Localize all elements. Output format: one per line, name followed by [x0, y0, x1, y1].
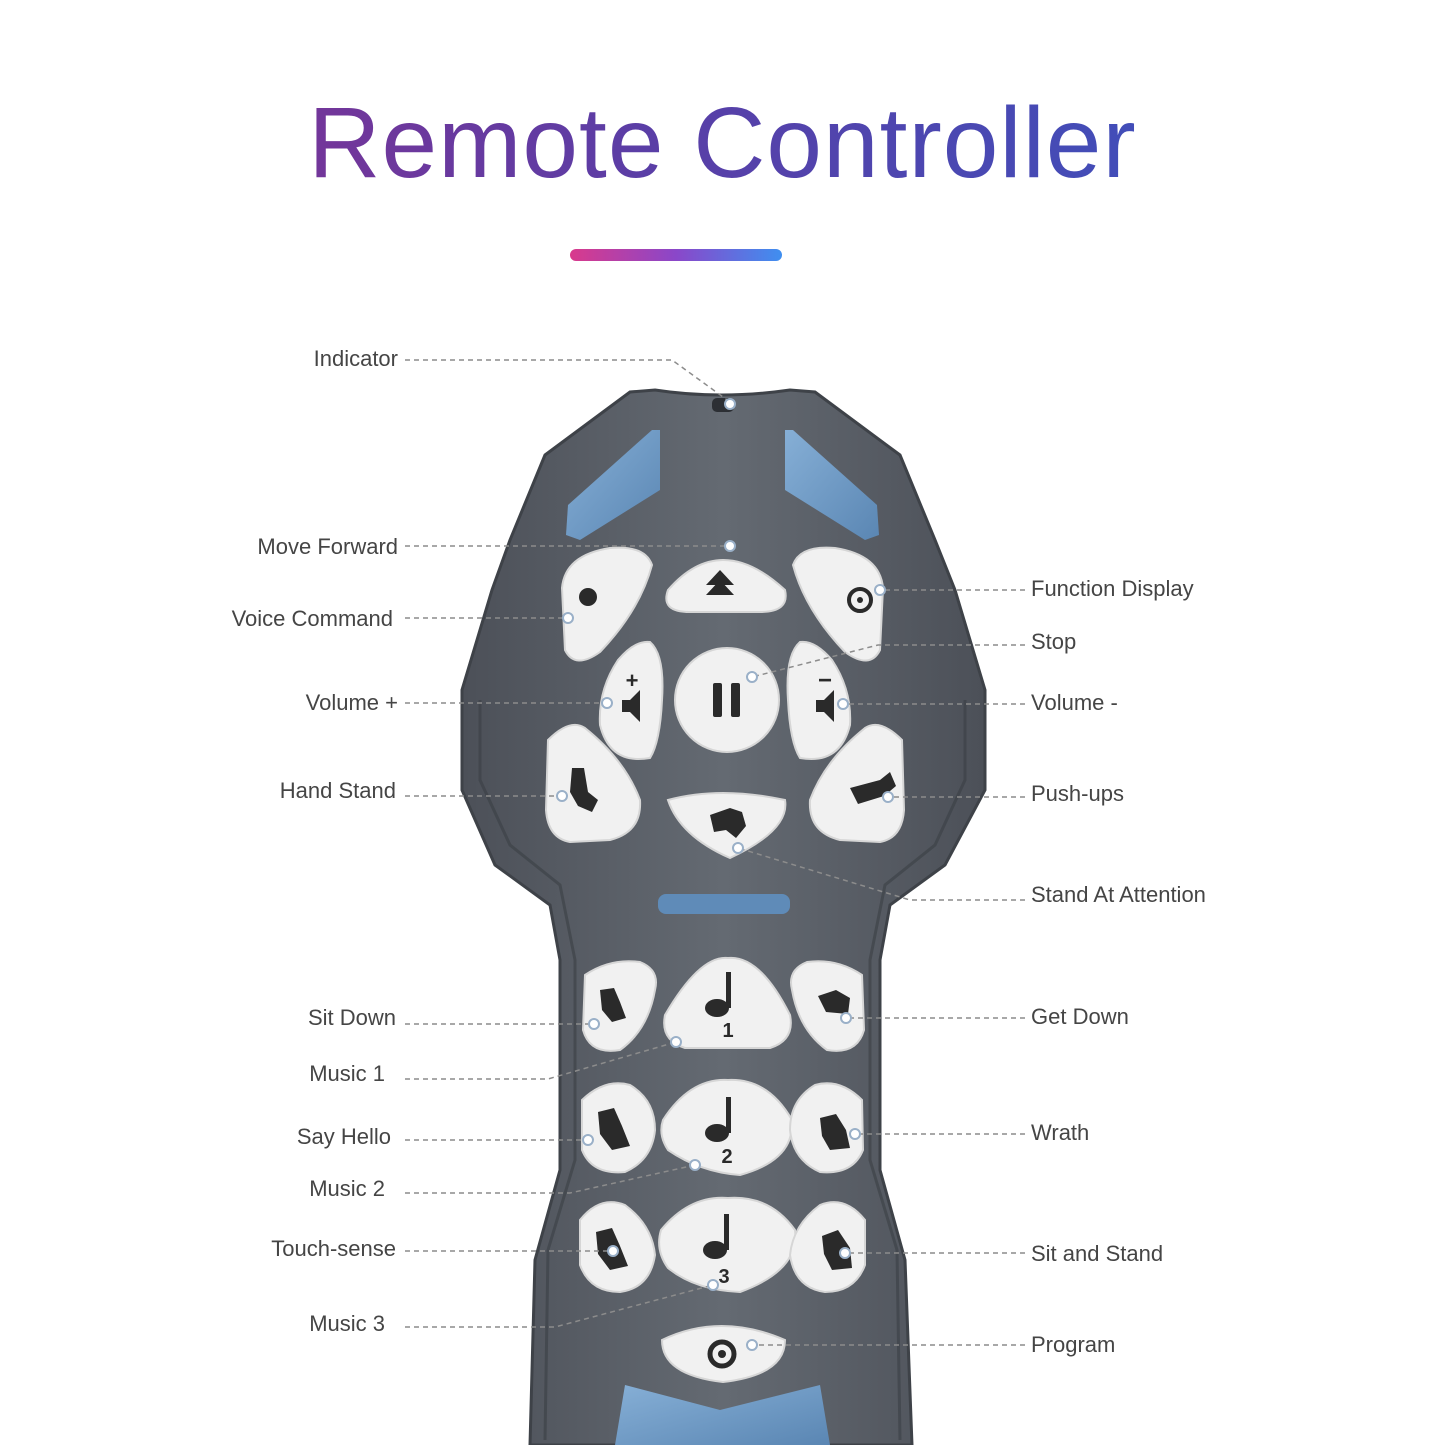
label-sit-and-stand: Sit and Stand: [1031, 1241, 1164, 1266]
button-stop[interactable]: [674, 647, 780, 753]
label-voice-command: Voice Command: [231, 606, 393, 631]
label-touch-sense: Touch-sense: [271, 1236, 396, 1261]
speaker-icon: [816, 690, 834, 722]
dog-icon: [710, 808, 746, 838]
up-arrow-icon: [706, 570, 734, 595]
label-push-ups: Push-ups: [1031, 781, 1124, 806]
button-say-hello[interactable]: [581, 1082, 657, 1174]
music-note-icon: [705, 999, 729, 1017]
button-sit-down[interactable]: [581, 960, 657, 1052]
music-2-glyph: 2: [721, 1146, 732, 1168]
label-get-down: Get Down: [1031, 1004, 1129, 1029]
button-move-forward[interactable]: [665, 559, 787, 613]
volume-minus-glyph: −: [818, 667, 832, 694]
button-volume-plus[interactable]: [598, 640, 664, 760]
blue-strip: [658, 894, 790, 914]
button-push-ups[interactable]: [808, 724, 906, 844]
label-indicator: Indicator: [313, 346, 398, 371]
music-3-glyph: 3: [718, 1266, 729, 1288]
blue-panel-right: [785, 430, 879, 540]
dog-icon: [822, 1230, 852, 1270]
label-music-3: Music 3: [309, 1311, 385, 1336]
button-wrath[interactable]: [788, 1082, 865, 1174]
dog-icon: [818, 990, 850, 1014]
button-hand-stand[interactable]: [544, 724, 642, 844]
button-music-1[interactable]: [663, 956, 792, 1049]
label-stand-at-attention: Stand At Attention: [1031, 882, 1206, 907]
dog-icon: [598, 1108, 630, 1150]
label-say-hello: Say Hello: [296, 1124, 391, 1149]
label-program: Program: [1031, 1332, 1116, 1357]
film-reel-icon: [847, 587, 873, 613]
button-function-display[interactable]: [791, 546, 885, 662]
gear-icon: [707, 1339, 737, 1369]
label-hand-stand: Hand Stand: [279, 778, 396, 803]
button-music-3[interactable]: [658, 1196, 797, 1294]
label-wrath: Wrath: [1031, 1120, 1090, 1145]
button-music-2[interactable]: [660, 1078, 794, 1177]
speaking-head-icon: [579, 588, 597, 606]
dog-icon: [570, 768, 598, 812]
leader-lines: [405, 359, 1025, 1346]
speaker-icon: [622, 690, 640, 722]
title-accent-bar: [570, 249, 782, 261]
button-sit-and-stand[interactable]: [788, 1201, 866, 1294]
button-get-down[interactable]: [790, 960, 866, 1052]
leader-dots: [556, 398, 894, 1351]
button-stand-at-attention[interactable]: [666, 792, 787, 860]
pause-icon: [713, 683, 722, 717]
button-voice-command[interactable]: [560, 546, 654, 662]
label-music-2: Music 2: [309, 1176, 385, 1201]
label-volume-plus: Volume +: [305, 690, 398, 715]
volume-plus-glyph: +: [626, 668, 639, 693]
label-stop: Stop: [1031, 629, 1077, 654]
dog-icon: [600, 988, 626, 1022]
label-function-display: Function Display: [1031, 576, 1194, 601]
label-sit-down: Sit Down: [307, 1005, 396, 1030]
blue-panel-left: [566, 430, 660, 540]
dog-icon: [850, 772, 896, 804]
page-title: Remote Controller: [0, 88, 1445, 198]
dog-icon: [820, 1114, 850, 1150]
label-music-1: Music 1: [309, 1061, 385, 1086]
button-volume-minus[interactable]: [786, 640, 852, 760]
label-move-forward: Move Forward: [257, 534, 398, 559]
music-note-icon: [705, 1124, 729, 1142]
music-note-icon: [703, 1241, 727, 1259]
music-1-glyph: 1: [722, 1020, 733, 1042]
label-volume-minus: Volume -: [1031, 690, 1118, 715]
blue-bottom-panel: [615, 1385, 830, 1445]
